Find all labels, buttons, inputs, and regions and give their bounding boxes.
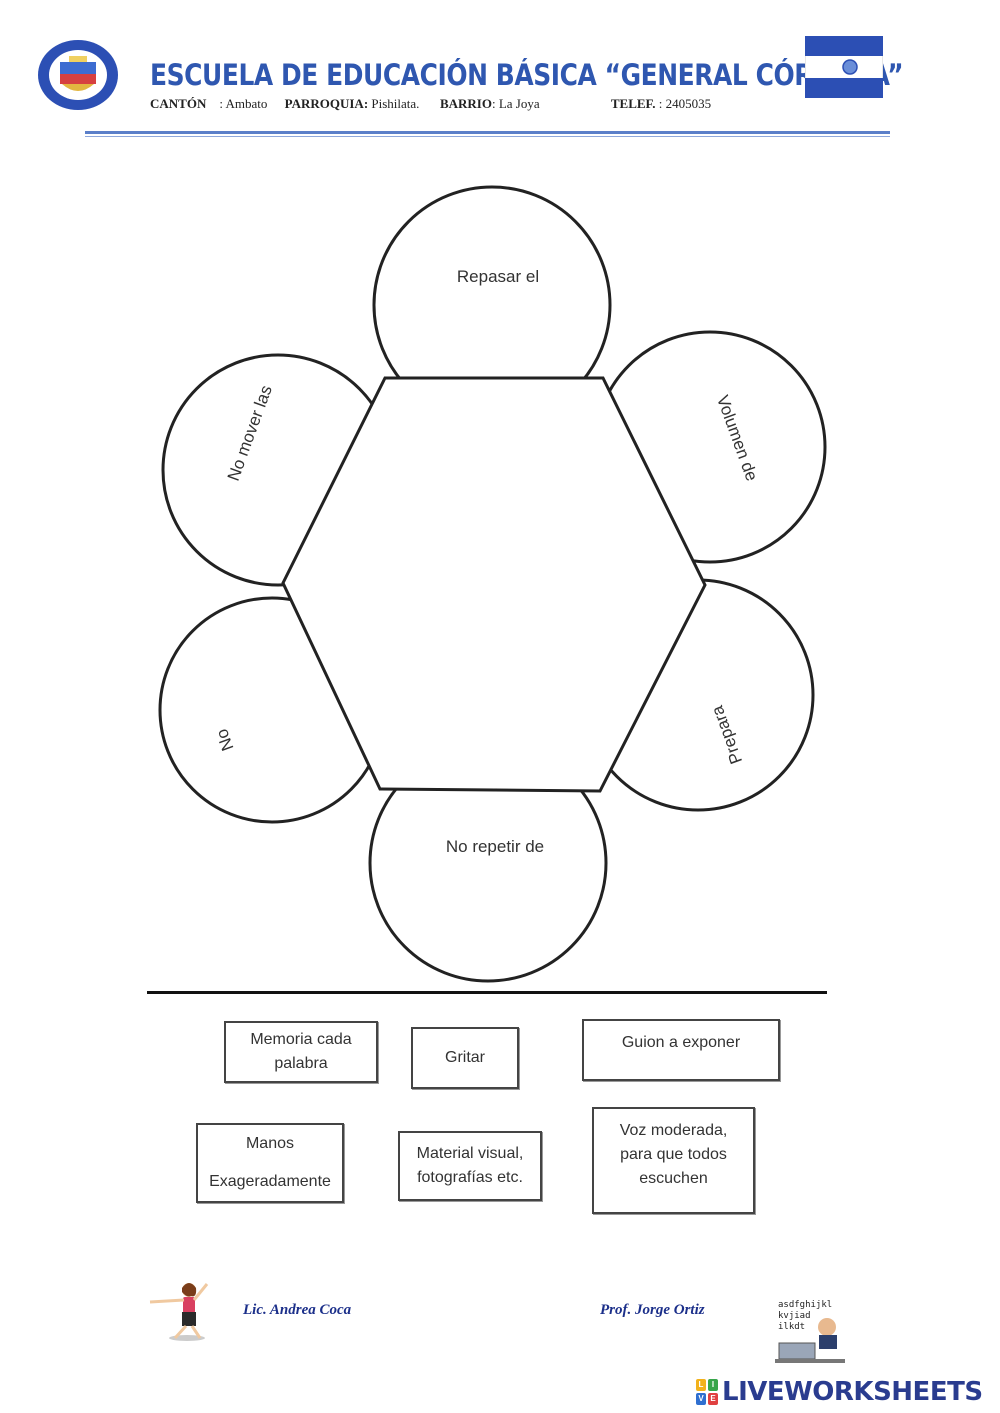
option-text-line: Gritar: [445, 1049, 485, 1066]
flag-image: [804, 35, 884, 99]
parroquia-value: Pishilata.: [371, 96, 420, 111]
petal-top-label: Repasar el: [457, 267, 539, 286]
option-text-line: Material visual,: [416, 1145, 524, 1162]
liveworksheets-wordmark: LIVEWORKSHEETS: [722, 1377, 983, 1407]
brand-logo-letter: I: [708, 1379, 718, 1391]
teacher-cartoon-icon: [145, 1278, 215, 1342]
school-name: ESCUELA DE EDUCACIÓN BÁSICA “GENERAL CÓR…: [150, 58, 904, 92]
option-text-line: Guion a exponer: [621, 1034, 741, 1051]
option-text-line: Voz moderada,: [619, 1122, 728, 1139]
barrio-value: : La Joya: [491, 96, 540, 111]
section-divider: [147, 991, 827, 994]
signature-right: Prof. Jorge Ortiz: [600, 1302, 705, 1318]
brand-logo-letter: L: [696, 1379, 706, 1391]
option-memoria[interactable]: Memoria cada palabra: [224, 1021, 378, 1083]
option-text-line: para que todos: [620, 1146, 727, 1163]
clipart-letters-line: asdfghijkl: [778, 1300, 832, 1310]
petal-bottom-label: No repetir de: [446, 837, 544, 856]
option-text-line: fotografías etc.: [417, 1169, 523, 1186]
clipart-letters-line: kvjiad: [778, 1311, 811, 1321]
barrio-label: BARRIO: [439, 96, 492, 111]
teacher-computer-clipart: asdfghijkl kvjiad ilkdt: [775, 1297, 845, 1365]
option-text-line: escuchen: [639, 1170, 708, 1187]
school-seal-logo: [36, 38, 120, 112]
clipart-letters-line: ilkdt: [778, 1322, 805, 1332]
option-guion[interactable]: Guion a exponer: [582, 1019, 780, 1081]
liveworksheets-logo-icon: L I V E: [696, 1379, 718, 1405]
center-hexagon: [281, 376, 707, 793]
telef-value: : 2405035: [658, 96, 712, 111]
option-text-line: Manos: [245, 1135, 294, 1152]
liveworksheets-brand[interactable]: L I V E LIVEWORKSHEETS: [696, 1375, 996, 1409]
option-text-line: Exageradamente: [209, 1173, 331, 1190]
brand-logo-letter: E: [708, 1393, 718, 1405]
option-material[interactable]: Material visual, fotografías etc.: [398, 1131, 542, 1201]
brand-logo-letter: V: [696, 1393, 706, 1405]
telef-label: TELEF.: [610, 96, 656, 111]
canton-value: : Ambato: [219, 96, 268, 111]
header-rule-thin: [85, 136, 890, 137]
flower-diagram: Repasar el Volumen de Prepara No repetir…: [150, 185, 840, 985]
option-gritar[interactable]: Gritar: [411, 1027, 519, 1089]
school-info-row: CANTÓN : Ambato PARROQUIA: Pishilata. BA…: [150, 96, 711, 112]
option-text-line: Memoria cada: [250, 1031, 352, 1048]
signature-left: Lic. Andrea Coca: [243, 1302, 352, 1318]
parroquia-label: PARROQUIA:: [284, 96, 369, 111]
canton-label: CANTÓN: [150, 96, 207, 111]
header-rule: [85, 131, 890, 134]
option-voz[interactable]: Voz moderada, para que todos escuchen: [592, 1107, 755, 1214]
option-text-line: palabra: [274, 1055, 328, 1072]
